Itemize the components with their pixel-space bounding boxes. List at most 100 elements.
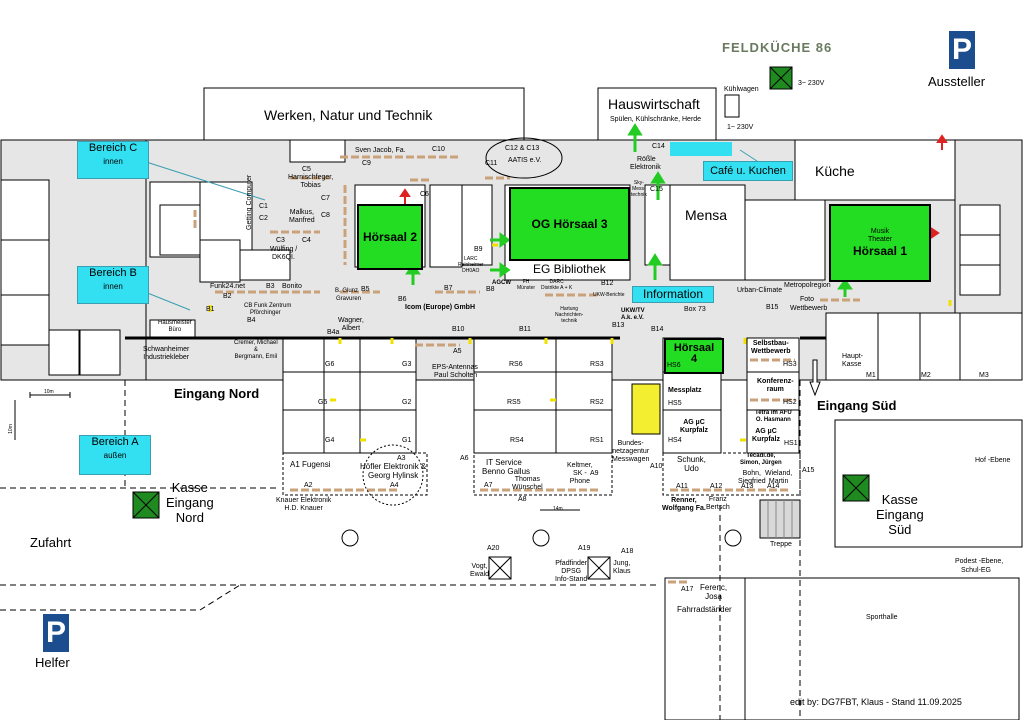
hoersaal-3: OG Hörsaal 3 bbox=[509, 187, 630, 261]
messplatz-label: Messplatz bbox=[668, 387, 702, 394]
bnetz-2: netzagentur bbox=[612, 448, 650, 455]
hoersaal-1: Musik Theater Hörsaal 1 bbox=[829, 204, 931, 282]
hs4-label: HS4 bbox=[668, 437, 682, 444]
ferenc-2: Josa bbox=[705, 592, 723, 601]
keltmer-2: SK - bbox=[573, 470, 587, 477]
kasse-sued: Kasse Eingang Süd bbox=[876, 492, 924, 537]
selbstbau: Selbstbau-Wettbewerb bbox=[751, 340, 791, 356]
rs1-label: RS1 bbox=[590, 437, 604, 444]
wagner-1: Wagner, bbox=[338, 317, 364, 324]
hoefler: Höfler Elektronik &Georg Hylinsk bbox=[360, 462, 426, 480]
g3-label: G3 bbox=[402, 361, 412, 368]
tecadi-2: Simon, Jürgen bbox=[740, 460, 782, 466]
parking-sign-aussteller-icon: P bbox=[949, 31, 975, 69]
thomas-1: Thomas bbox=[514, 476, 541, 483]
tecadi-1: Tecadi.de, bbox=[746, 453, 776, 459]
power-3-label: 3~ 230V bbox=[798, 80, 825, 87]
b8-label: B8 bbox=[486, 286, 495, 293]
kasse-sued-3: Süd bbox=[888, 522, 912, 537]
b14-label: B14 bbox=[651, 326, 664, 333]
larc-1: LARC bbox=[464, 256, 478, 262]
m3-label: M3 bbox=[979, 372, 989, 379]
wuelfing-label: Wülfing / bbox=[270, 246, 298, 253]
sporthalle-label: Sporthalle bbox=[866, 614, 898, 621]
hauswirtschaft-sub-label: Spülen, Kühlschränke, Herde bbox=[610, 116, 702, 123]
hoersaal-1-label: Hörsaal 1 bbox=[852, 244, 908, 258]
metro3-label: Wettbewerb bbox=[790, 305, 828, 312]
b13-label: B13 bbox=[612, 322, 625, 329]
bereich-a-label: Bereich A bbox=[91, 436, 139, 448]
selbstbau-1: Selbstbau- bbox=[752, 340, 789, 347]
scale-10m-h: 10m bbox=[44, 389, 54, 395]
kueche-label: Küche bbox=[815, 163, 855, 179]
a17-label: A17 bbox=[681, 586, 694, 593]
jung-1: Jung, bbox=[613, 560, 631, 567]
renner-2: Wolfgang Fa. bbox=[662, 505, 706, 512]
wieland-1: Wieland, bbox=[765, 470, 793, 477]
cremer-1: Cremer, Michael bbox=[234, 340, 278, 346]
pfadfinder-2: DPSG bbox=[561, 568, 582, 575]
hoersaal-4: Hörsaal 4 bbox=[664, 338, 724, 374]
it2-label: Benno Gallus bbox=[482, 467, 531, 476]
tetra-1: Tetra im AFU bbox=[755, 410, 792, 416]
ukwtv-label: UKW/TV bbox=[621, 308, 645, 314]
hs1-label: HS1 bbox=[784, 440, 798, 447]
c10-label: C10 bbox=[432, 146, 445, 153]
cafe-area bbox=[670, 142, 732, 156]
zufahrt-label: Zufahrt bbox=[30, 535, 72, 550]
a11-label: A11 bbox=[676, 483, 688, 490]
eps-label: EPS-Antennas bbox=[432, 364, 478, 371]
fh-2: Münster bbox=[517, 285, 536, 291]
cremer: Cremer, Michael&Bergmann, Emil bbox=[234, 340, 278, 361]
hoersaal-2: Hörsaal 2 bbox=[357, 204, 423, 270]
schunk-1: Schunk, bbox=[677, 455, 706, 464]
agmc-left-1: AG µC bbox=[683, 419, 705, 426]
bereich-c-label: Bereich C bbox=[88, 142, 138, 154]
malkus: Malkus,Manfred bbox=[289, 209, 315, 225]
ferenc: Ferenc,Josa bbox=[700, 583, 727, 601]
malkus-1: Malkus, bbox=[289, 209, 314, 216]
aatis-label: AATIS e.V. bbox=[508, 157, 542, 164]
dk6ql-label: DK6QI. bbox=[272, 254, 295, 261]
renner: Renner,Wolfgang Fa. bbox=[662, 497, 706, 513]
schwanheimer-1: Schwanheimer bbox=[143, 346, 190, 353]
kasse-nord-3: Nord bbox=[175, 510, 204, 525]
glunz-label: B. Glunz bbox=[335, 288, 359, 294]
cremer-2: & bbox=[253, 347, 258, 353]
ferenc-1: Ferenc, bbox=[700, 583, 728, 592]
a2-label: A2 bbox=[304, 482, 313, 489]
kasse-sued-2: Eingang bbox=[876, 507, 924, 522]
c5-name-2: Tobias bbox=[300, 182, 321, 189]
b5-label: B5 bbox=[361, 286, 370, 293]
b10-label: B10 bbox=[452, 326, 465, 333]
hoefler-2: Georg Hylinsk bbox=[368, 471, 419, 480]
schwanheimer-2: Industriekleber bbox=[143, 354, 190, 361]
konferenz-2: raum bbox=[766, 386, 784, 393]
tecadi: Tecadi.de,Simon, Jürgen bbox=[740, 453, 782, 467]
bohn-2: Siegfried bbox=[738, 478, 766, 485]
pfadfinder-3: Info-Stand bbox=[555, 576, 588, 583]
rs2-label: RS2 bbox=[590, 399, 604, 406]
hartung-2: Nachrichten- bbox=[555, 312, 584, 318]
c12c13-label: C12 & C13 bbox=[505, 145, 540, 152]
funk24-label: Funk24.net bbox=[210, 283, 246, 290]
vogt-2: Ewald bbox=[470, 571, 490, 578]
g5-label: G5 bbox=[318, 399, 328, 406]
wagner: Wagner,Albert bbox=[338, 317, 364, 333]
b3-label: B3 bbox=[266, 283, 275, 290]
agmc-right-1: AG µC bbox=[755, 428, 777, 435]
a9-label: A9 bbox=[590, 470, 599, 477]
hoefler-1: Höfler Elektronik & bbox=[360, 462, 427, 471]
c1-label: C1 bbox=[259, 203, 268, 210]
podest2-label: Schul-EG bbox=[961, 567, 991, 574]
keltmer-3: Phone bbox=[569, 478, 590, 485]
hauswirtschaft-label: Hauswirtschaft bbox=[608, 96, 700, 112]
